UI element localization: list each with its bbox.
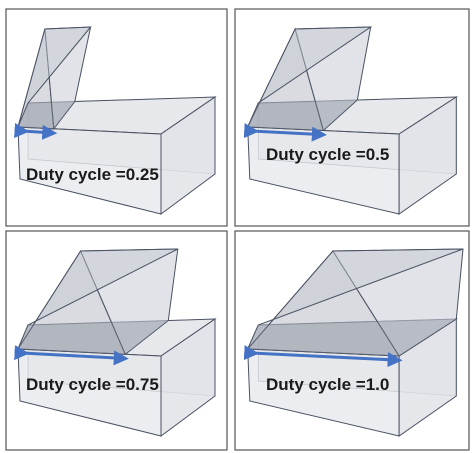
width-arrow — [14, 345, 129, 366]
triangular-prism — [17, 26, 92, 131]
panel-duty-cycle-2: Duty cycle =0.5 — [234, 8, 470, 227]
panel-duty-cycle-1: Duty cycle =0.25 — [5, 8, 228, 227]
transparent-box — [17, 96, 217, 215]
width-arrow — [243, 345, 403, 368]
duty-cycle-label: Duty cycle =0.75 — [26, 375, 159, 394]
width-arrow — [243, 123, 327, 142]
duty-cycle-label: Duty cycle =1.0 — [266, 375, 389, 394]
triangular-prism — [246, 26, 373, 132]
duty-cycle-label: Duty cycle =0.25 — [26, 165, 159, 184]
width-arrow — [14, 123, 58, 140]
panel-duty-cycle-4: Duty cycle =1.0 — [234, 230, 470, 451]
triangular-prism — [17, 248, 179, 356]
panel-duty-cycle-3: Duty cycle =0.75 — [5, 230, 228, 451]
duty-cycle-label: Duty cycle =0.5 — [266, 145, 389, 164]
